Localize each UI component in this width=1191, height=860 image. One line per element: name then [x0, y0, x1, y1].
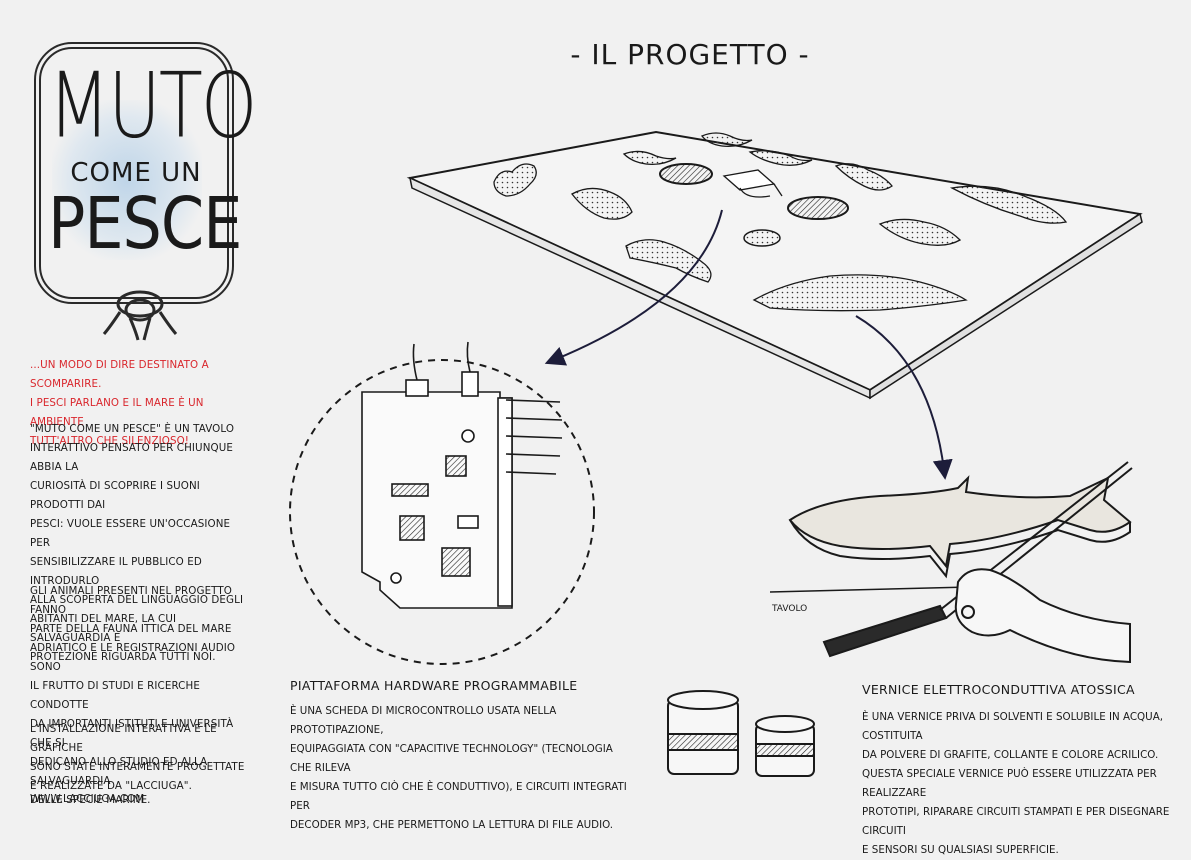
text-line: È UNA VERNICE PRIVA DI SOLVENTI E SOLUBI… [862, 711, 1164, 742]
text-line: I PESCI PARLANO E IL MARE È UN AMBIENTE [30, 397, 204, 428]
text-line: CURIOSITÀ DI SCOPRIRE I SUONI PRODOTTI D… [30, 480, 200, 511]
text-line: ADRIATICO E LE REGISTRAZIONI AUDIO SONO [30, 642, 236, 673]
text-line: DA IMPORTANTI ISTITUTI E UNIVERSITÀ CHE … [30, 718, 234, 749]
logo-line-pesce: PESCE [48, 181, 242, 266]
intro-text: ...UN MODO DI DIRE DESTINATO A SCOMPARIR… [30, 356, 245, 451]
table-label: TAVOLO [772, 604, 808, 614]
text-line: "MUTO COME UN PESCE" È UN TAVOLO [30, 423, 235, 435]
paint-description: È UNA VERNICE PRIVA DI SOLVENTI E SOLUBI… [862, 708, 1182, 860]
logo-line-muto: MUTO [48, 52, 257, 158]
paint-jar-large-icon [667, 690, 739, 775]
rope-knot-icon [102, 290, 178, 341]
text-line: E MISURA TUTTO CIÒ CHE È CONDUTTIVO), E … [290, 781, 627, 812]
text-line: PROTOTIPI, RIPARARE CIRCUITI STAMPATI E … [862, 806, 1170, 837]
text-line: DECODER MP3, CHE PERMETTONO LA LETTURA D… [290, 819, 614, 831]
text-line: TUTT'ALTRO CHE SILENZIOSO! [30, 435, 190, 447]
speaker-icons [659, 163, 849, 247]
paint-heading: VERNICE ELETTROCONDUTTIVA ATOSSICA [862, 682, 1135, 697]
hardware-heading: PIATTAFORMA HARDWARE PROGRAMMABILE [290, 678, 578, 693]
hardware-description: È UNA SCHEDA DI MICROCONTROLLO USATA NEL… [290, 702, 630, 835]
board-on-table [722, 169, 783, 198]
text-line: DA POLVERE DI GRAFITE, COLLANTE E COLORE… [862, 749, 1159, 761]
text-line: QUESTA SPECIALE VERNICE PUÒ ESSERE UTILI… [862, 768, 1157, 799]
text-line: ...UN MODO DI DIRE DESTINATO A SCOMPARIR… [30, 359, 209, 390]
arrow-to-fish [855, 315, 953, 480]
hand-with-brush-icon [822, 461, 1133, 664]
text-line: L'INSTALLAZIONE INTERATTIVA E LE GRAFICH… [30, 723, 217, 754]
logo-watercolor [52, 100, 202, 260]
text-line: ABITANTI DEL MARE, LA CUI SALVAGUARDIA E [30, 613, 177, 644]
text-line: PROTEZIONE RIGUARDA TUTTI NOI. [30, 651, 216, 663]
microcontroller-board [361, 341, 563, 609]
page-title: - IL PROGETTO - [570, 38, 810, 71]
arrow-to-board [544, 209, 723, 366]
text-line: INTERATTIVO PENSATO PER CHIUNQUE ABBIA L… [30, 442, 233, 473]
text-line: È UNA SCHEDA DI MICROCONTROLLO USATA NEL… [290, 705, 557, 736]
credits-paragraph: L'INSTALLAZIONE INTERATTIVA E LE GRAFICH… [30, 720, 245, 796]
text-line: PARTE DELLA FAUNA ITTICA DEL MARE [30, 623, 232, 635]
text-line: E REALIZZATE DA "LACCIUGA". [30, 780, 192, 792]
text-line: IL FRUTTO DI STUDI E RICERCHE CONDOTTE [30, 680, 200, 711]
cutout-fish [788, 475, 1132, 579]
text-line: DEDICANO ALLO STUDIO ED ALLA SALVAGUARDI… [30, 756, 208, 787]
text-line: EQUIPAGGIATA CON "CAPACITIVE TECHNOLOGY"… [290, 743, 613, 774]
paint-jar-small-icon [755, 715, 815, 777]
zoom-circle [289, 359, 595, 665]
text-line: SENSIBILIZZARE IL PUBBLICO ED INTRODURLO [30, 556, 202, 587]
description-paragraph: "MUTO COME UN PESCE" È UN TAVOLO INTERAT… [30, 420, 245, 667]
fauna-paragraph: GLI ANIMALI PRESENTI NEL PROGETTO FANNO … [30, 582, 245, 810]
text-line: E SENSORI SU QUALSIASI SUPERFICIE. [862, 844, 1059, 856]
text-line: GLI ANIMALI PRESENTI NEL PROGETTO FANNO [30, 585, 232, 616]
text-line: SONO STATE INTERAMENTE PROGETTATE [30, 761, 245, 773]
text-line: ALLA SCOPERTA DEL LINGUAGGIO DEGLI [30, 594, 244, 606]
text-line: PESCI: VUOLE ESSERE UN'OCCASIONE PER [30, 518, 231, 549]
website-link[interactable]: WWW.LACCIUGA.COM [30, 793, 145, 805]
text-line: DELLE SPECIE MARINE. [30, 794, 151, 806]
table-illustration [289, 130, 1143, 777]
logo-line-come-un: COME UN [70, 158, 202, 188]
